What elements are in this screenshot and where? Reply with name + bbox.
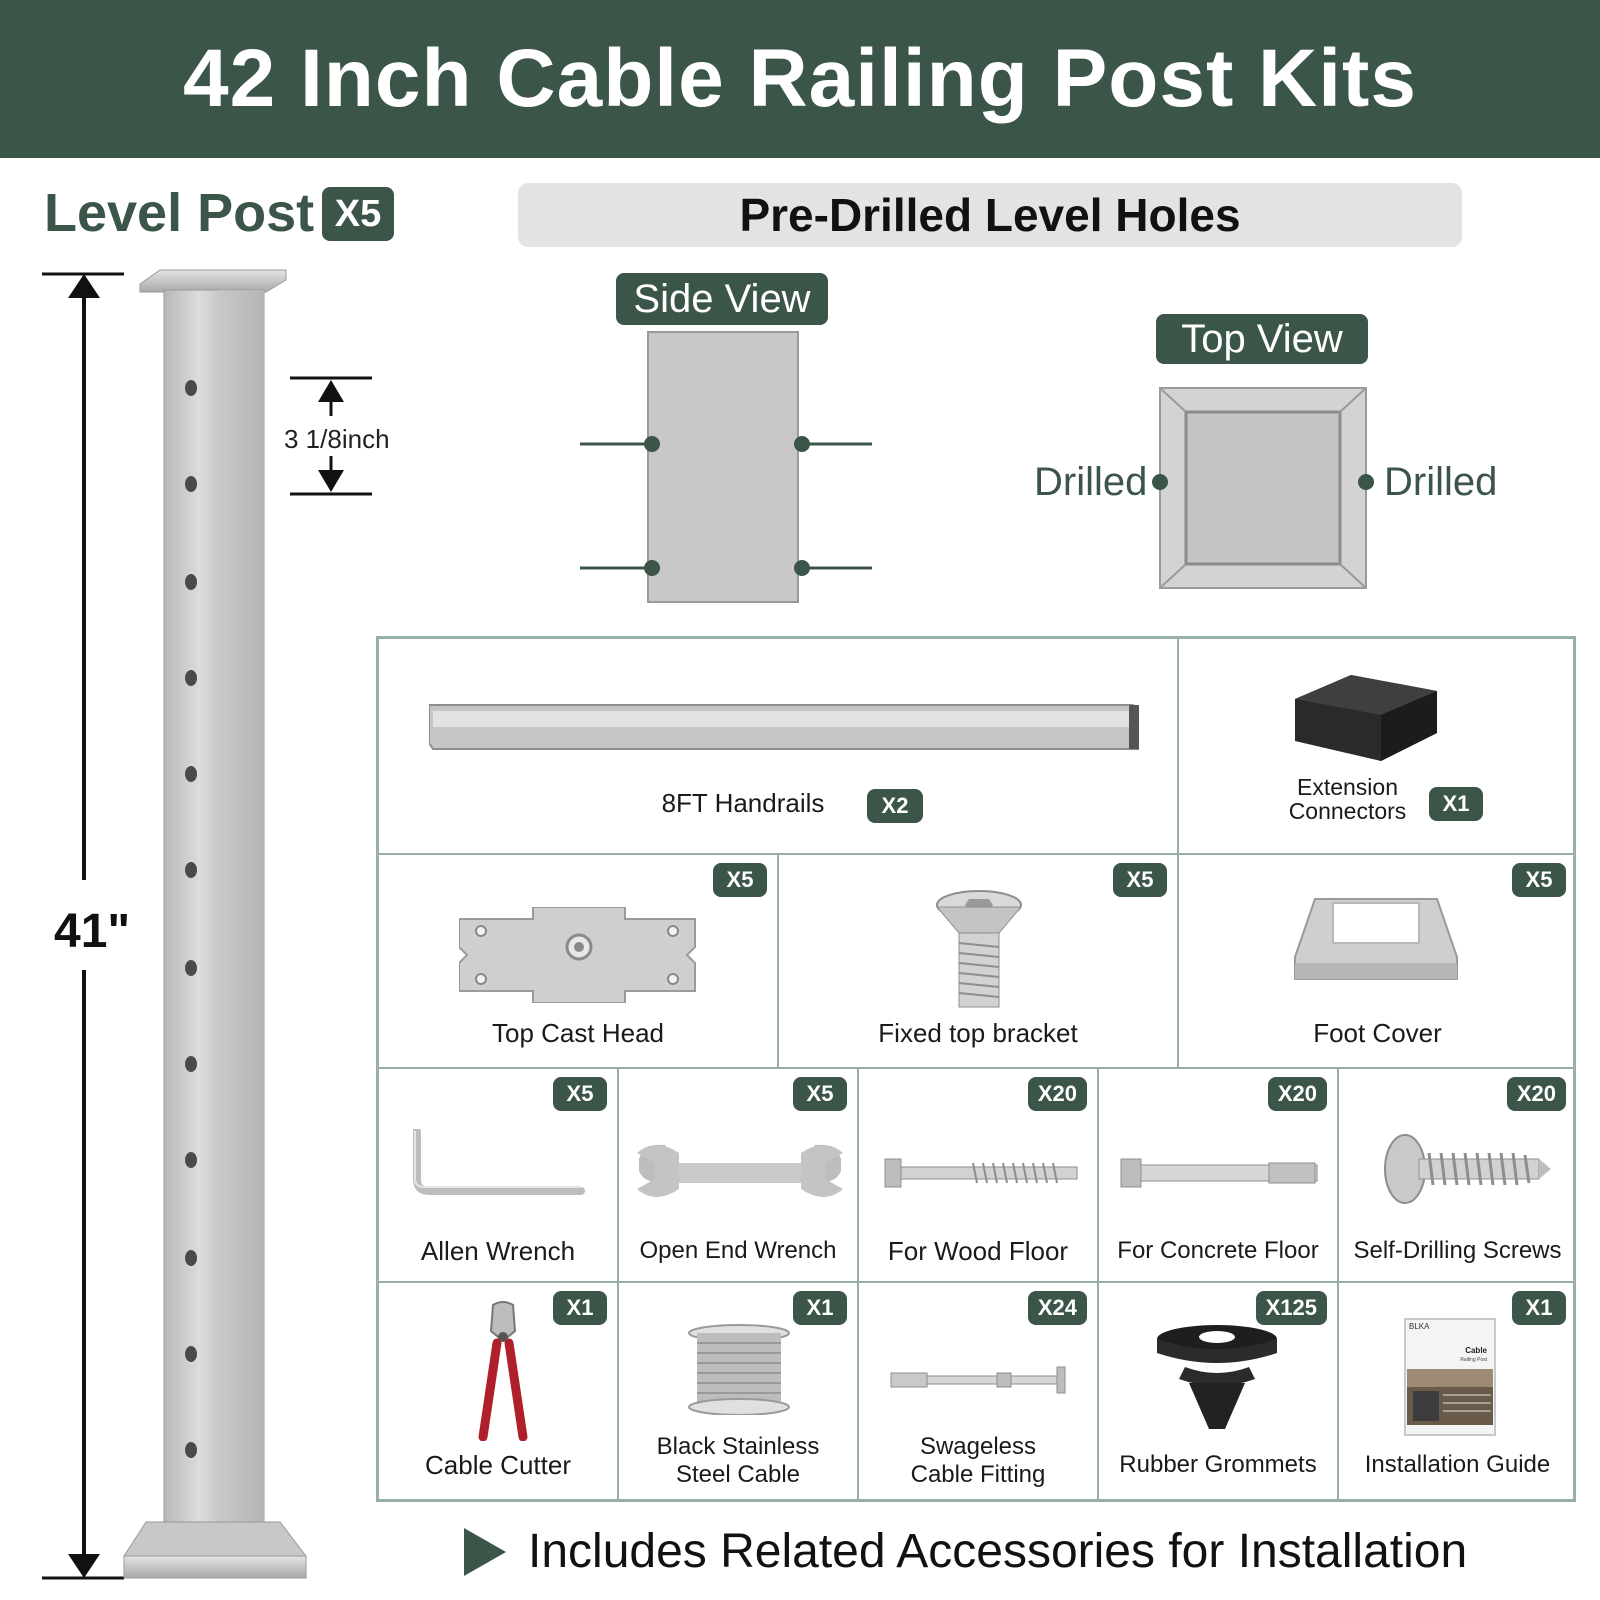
allen-wrench-icon <box>413 1129 585 1195</box>
post-qty-badge: X5 <box>322 187 394 241</box>
kit-label: Fixed top bracket <box>878 1018 1078 1048</box>
qty-badge: X1 <box>1512 1291 1566 1325</box>
kit-label: Rubber Grommets <box>1119 1451 1317 1478</box>
holes-banner: Pre-Drilled Level Holes <box>518 183 1462 247</box>
qty-badge: X24 <box>1027 1291 1087 1325</box>
kit-item-concrete-floor-anchor: X20 For Concrete Floor <box>1099 1069 1339 1283</box>
kit-label: Swageless Cable Fitting <box>910 1433 1046 1488</box>
kit-item-self-drilling-screws: X20 Self-Drilling Screws <box>1339 1069 1576 1283</box>
handrail-icon <box>429 704 1139 750</box>
qty-badge: X5 <box>1113 863 1167 897</box>
screw-icon <box>1384 1134 1551 1204</box>
qty-badge: X20 <box>1267 1077 1327 1111</box>
post-title: Level Post <box>44 183 315 243</box>
kit-item-foot-cover: X5 Foot Cover <box>1179 855 1576 1069</box>
play-arrow-icon <box>464 1528 506 1576</box>
kit-item-fixed-top-bracket: X5 Fixed top bracket <box>779 855 1179 1069</box>
cable-spool-icon <box>688 1324 790 1415</box>
hole-spacing-label: 3 1/8inch <box>284 424 390 454</box>
kit-item-top-cast-head: X5 Top Cast Head <box>379 855 779 1069</box>
kit-item-open-end-wrench: X5 Open End Wrench <box>619 1069 859 1283</box>
cast-head-icon <box>459 907 696 1003</box>
anchor-bolt-icon <box>1120 1158 1318 1188</box>
qty-badge: X2 <box>867 789 923 823</box>
kit-item-cable-cutter: X1 Cable Cutter <box>379 1283 619 1499</box>
kit-item-swageless-fitting: X24 Swageless Cable Fitting <box>859 1283 1099 1499</box>
kit-label: For Wood Floor <box>887 1236 1069 1266</box>
footer-text: Includes Related Accessories for Install… <box>528 1525 1468 1578</box>
top-view-label: Top View <box>1156 314 1368 364</box>
qty-badge: X5 <box>713 863 767 897</box>
kit-label: Self-Drilling Screws <box>1353 1237 1562 1264</box>
page-title: 42 Inch Cable Railing Post Kits <box>183 33 1417 124</box>
kit-label: Cable Cutter <box>425 1450 571 1480</box>
kit-item-allen-wrench: X5 Allen Wrench <box>379 1069 619 1283</box>
qty-badge: X1 <box>553 1291 607 1325</box>
lag-screw-icon <box>884 1158 1078 1188</box>
kit-contents-grid: 8FT Handrails X2 Extension Connectors X1… <box>376 636 1576 1502</box>
wrench-icon <box>637 1144 843 1197</box>
kit-label: 8FT Handrails <box>661 788 825 818</box>
kit-label: Top Cast Head <box>492 1018 664 1048</box>
qty-badge: X125 <box>1255 1291 1327 1325</box>
kit-item-installation-guide: X1 BLKA Cable Railing Post Installation … <box>1339 1283 1576 1499</box>
kit-label: Black Stainless Steel Cable <box>656 1433 820 1488</box>
bolt-icon <box>935 890 1023 1008</box>
qty-badge: X1 <box>1429 787 1483 821</box>
top-view-diagram <box>1152 387 1374 589</box>
guide-brand-text: BLKA <box>1409 1322 1430 1331</box>
drilled-label-left: Drilled <box>1034 460 1148 504</box>
qty-badge: X5 <box>1512 863 1566 897</box>
qty-badge: X5 <box>553 1077 607 1111</box>
kit-label: Open End Wrench <box>639 1237 837 1264</box>
qty-badge: X20 <box>1506 1077 1566 1111</box>
kit-item-extension-connectors: Extension Connectors X1 <box>1179 639 1576 855</box>
kit-item-rubber-grommets: X125 Rubber Grommets <box>1099 1283 1339 1499</box>
guide-title-line2: Railing Post <box>1460 1357 1487 1363</box>
post-height-label: 41" <box>54 905 131 958</box>
header-bar <box>0 0 1600 158</box>
qty-badge: X20 <box>1027 1077 1087 1111</box>
kit-label: Extension Connectors <box>1288 774 1407 824</box>
qty-badge: X5 <box>793 1077 847 1111</box>
guide-title-line1: Cable <box>1465 1346 1487 1355</box>
level-post-illustration <box>42 269 372 1580</box>
guide-booklet-icon: BLKA Cable Railing Post <box>1404 1318 1496 1436</box>
kit-item-wood-floor-screw: X20 For Wood Floor <box>859 1069 1099 1283</box>
cable-fitting-icon <box>890 1366 1066 1394</box>
drilled-label-right: Drilled <box>1384 460 1498 504</box>
side-view-diagram <box>580 331 872 603</box>
kit-item-handrails: 8FT Handrails X2 <box>379 639 1179 855</box>
side-view-label: Side View <box>616 273 828 325</box>
qty-badge: X1 <box>793 1291 847 1325</box>
foot-cover-icon <box>1294 898 1458 980</box>
kit-label: For Concrete Floor <box>1117 1237 1319 1264</box>
kit-item-steel-cable: X1 Black Stainless Steel Cable <box>619 1283 859 1499</box>
kit-label: Installation Guide <box>1364 1451 1551 1478</box>
kit-label: Foot Cover <box>1313 1018 1442 1048</box>
cable-cutter-icon <box>478 1301 528 1441</box>
kit-label: Allen Wrench <box>420 1236 576 1266</box>
grommet-icon <box>1157 1325 1277 1429</box>
connector-icon <box>1295 675 1437 761</box>
